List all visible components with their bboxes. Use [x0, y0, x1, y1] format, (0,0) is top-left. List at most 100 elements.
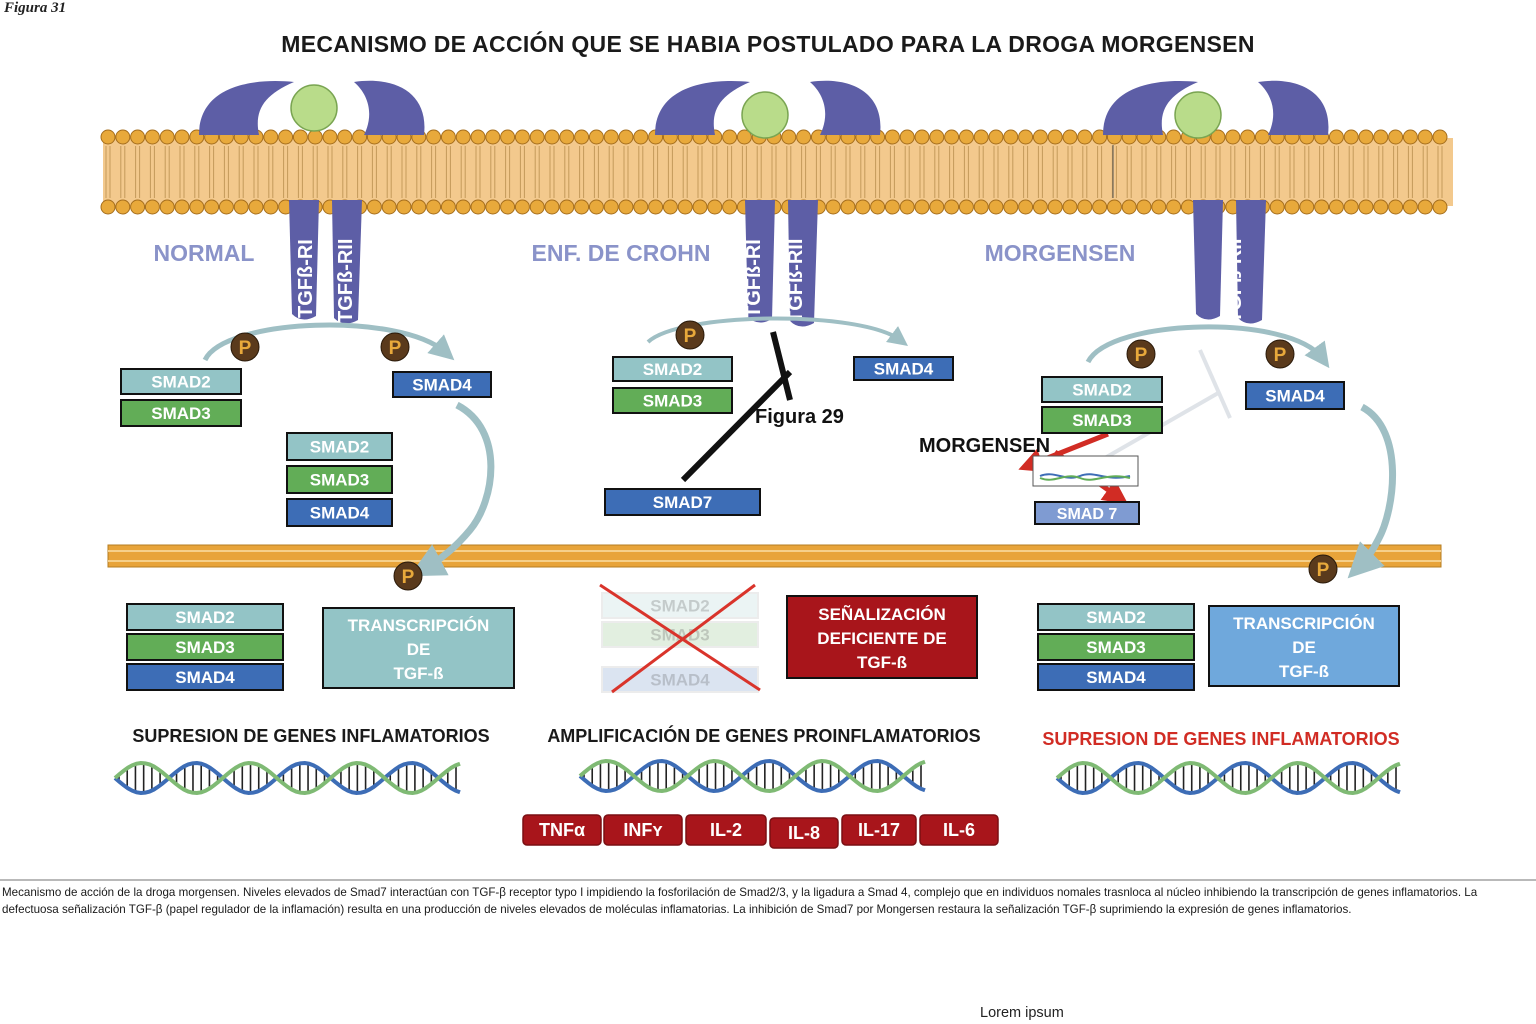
svg-text:SMAD3: SMAD3	[643, 392, 703, 411]
svg-text:SMAD3: SMAD3	[310, 471, 370, 490]
svg-text:P: P	[239, 338, 252, 359]
cytokine-badge: IL-6	[919, 814, 999, 846]
dna-helix-icon	[1032, 455, 1139, 487]
panel-label-normal: NORMAL	[154, 240, 255, 266]
deficient-signaling-box: SEÑALIZACIÓN DEFICIENTE DE TGF-ß	[786, 595, 978, 679]
phosphate-icon: P	[393, 561, 423, 591]
svg-text:DEFICIENTE DE: DEFICIENTE DE	[817, 629, 946, 648]
svg-text:SMAD7: SMAD7	[653, 493, 713, 512]
svg-text:P: P	[684, 326, 697, 347]
svg-text:SMAD2: SMAD2	[650, 597, 710, 616]
svg-text:SMAD3: SMAD3	[1072, 411, 1132, 430]
svg-text:P: P	[389, 338, 402, 359]
nuclear-smad3-box: SMAD3	[1037, 633, 1195, 661]
nuclear-smad3-box: SMAD3	[126, 633, 284, 661]
outcome-label-normal: SUPRESION DE GENES INFLAMATORIOS	[132, 726, 489, 746]
crossed-smad4-box: SMAD4	[601, 666, 759, 693]
smad7-box: SMAD 7	[1034, 501, 1140, 525]
cross-mark-icon	[599, 583, 761, 694]
nuclear-smad2-box: SMAD2	[126, 603, 284, 631]
svg-text:TGF-ß: TGF-ß	[1279, 662, 1329, 681]
svg-text:SMAD2: SMAD2	[643, 360, 703, 379]
cytokine-badge: INFʏ	[603, 814, 683, 846]
svg-text:P: P	[1317, 560, 1330, 581]
svg-text:TNFα: TNFα	[539, 820, 585, 840]
nuclear-membrane	[107, 544, 1442, 568]
svg-text:SMAD2: SMAD2	[1086, 608, 1146, 627]
receptor-label-morgensen-ri: TGFß-RI	[1173, 239, 1195, 318]
panel-label-crohn: ENF. DE CROHN	[532, 240, 711, 266]
crossed-smad2-box: SMAD2	[601, 592, 759, 619]
caption-line-2: defectuosa señalización TGF-β (papel reg…	[2, 903, 1352, 916]
svg-text:SMAD4: SMAD4	[874, 360, 934, 379]
svg-text:SMAD3: SMAD3	[175, 638, 235, 657]
svg-text:SMAD4: SMAD4	[1265, 387, 1325, 406]
complex-smad4-box: SMAD4	[286, 498, 393, 527]
receptor-label-normal-rii: TGFß-RII	[335, 239, 357, 323]
svg-text:SMAD2: SMAD2	[175, 608, 235, 627]
svg-text:P: P	[1135, 345, 1148, 366]
ligand-icon	[290, 84, 338, 132]
translocation-arrow-morgensen	[1347, 403, 1397, 579]
outcome-label-morgensen: SUPRESION DE GENES INFLAMATORIOS	[1042, 729, 1399, 749]
dna-helix-crohn	[578, 758, 926, 794]
receptor-label-crohn-ri: TGFß-RI	[743, 239, 765, 318]
drug-label: MORGENSEN	[919, 435, 1050, 457]
svg-text:P: P	[402, 567, 415, 588]
svg-text:SMAD2: SMAD2	[151, 373, 211, 392]
ligand-icon	[741, 91, 789, 139]
cytokine-badge: IL-8	[769, 817, 839, 849]
receptor-label-normal-ri: TGFß-RI	[295, 239, 317, 318]
caption-line-1: Mecanismo de acción de la droga morgense…	[2, 886, 1478, 899]
smad4-box: SMAD4	[1245, 381, 1345, 410]
translocation-arrow-normal	[409, 401, 495, 577]
crossed-smad3-box: SMAD3	[601, 621, 759, 648]
smad2-box: SMAD2	[120, 368, 242, 395]
complex-smad3-box: SMAD3	[286, 465, 393, 494]
smad2-box: SMAD2	[612, 356, 733, 382]
smad3-box: SMAD3	[120, 399, 242, 427]
svg-text:SMAD4: SMAD4	[650, 671, 710, 690]
phosphate-icon: P	[230, 332, 260, 362]
svg-text:DE: DE	[407, 640, 431, 659]
svg-text:TRANSCRIPCIÓN: TRANSCRIPCIÓN	[348, 616, 490, 635]
nuclear-smad2-box: SMAD2	[1037, 603, 1195, 631]
svg-text:SMAD4: SMAD4	[412, 376, 472, 395]
svg-text:SEÑALIZACIÓN: SEÑALIZACIÓN	[818, 604, 946, 624]
nuclear-smad4-box: SMAD4	[1037, 663, 1195, 691]
page-title: MECANISMO DE ACCIÓN QUE SE HABIA POSTULA…	[281, 31, 1255, 57]
nuclear-smad4-box: SMAD4	[126, 663, 284, 691]
phospho-arc-normal	[202, 322, 455, 362]
svg-text:SMAD4: SMAD4	[175, 668, 235, 687]
footer-text: Lorem ipsum	[980, 1005, 1064, 1021]
smad3-box: SMAD3	[612, 387, 733, 414]
phosphate-icon: P	[380, 332, 410, 362]
phospho-arc-crohn	[646, 316, 909, 346]
svg-text:SMAD4: SMAD4	[1086, 668, 1146, 687]
receptor-crohn	[655, 80, 881, 327]
svg-text:IL-17: IL-17	[858, 820, 900, 840]
cytokine-badge: TNFα	[522, 814, 602, 846]
receptor-normal	[199, 80, 425, 324]
svg-text:TGF-ß: TGF-ß	[857, 653, 907, 672]
smad4-box: SMAD4	[392, 371, 492, 398]
svg-text:SMAD3: SMAD3	[1086, 638, 1146, 657]
panel-label-morgensen: MORGENSEN	[985, 240, 1136, 266]
complex-smad2-box: SMAD2	[286, 432, 393, 461]
phosphate-icon: P	[1265, 339, 1295, 369]
receptor-label-morgensen-rii: TGFß-RII	[1224, 239, 1246, 323]
cytokine-badge: IL-17	[841, 814, 917, 846]
dna-helix-morgensen	[1055, 760, 1401, 796]
smad3-box: SMAD3	[1041, 406, 1163, 434]
dna-helix-normal	[113, 760, 461, 796]
svg-text:IL-6: IL-6	[943, 820, 975, 840]
inhibition-icon	[680, 331, 793, 483]
svg-text:INFʏ: INFʏ	[623, 820, 663, 840]
ligand-icon	[1174, 91, 1222, 139]
svg-text:SMAD 7: SMAD 7	[1057, 506, 1118, 523]
receptor-morgensen	[1103, 80, 1329, 324]
svg-text:P: P	[1274, 345, 1287, 366]
